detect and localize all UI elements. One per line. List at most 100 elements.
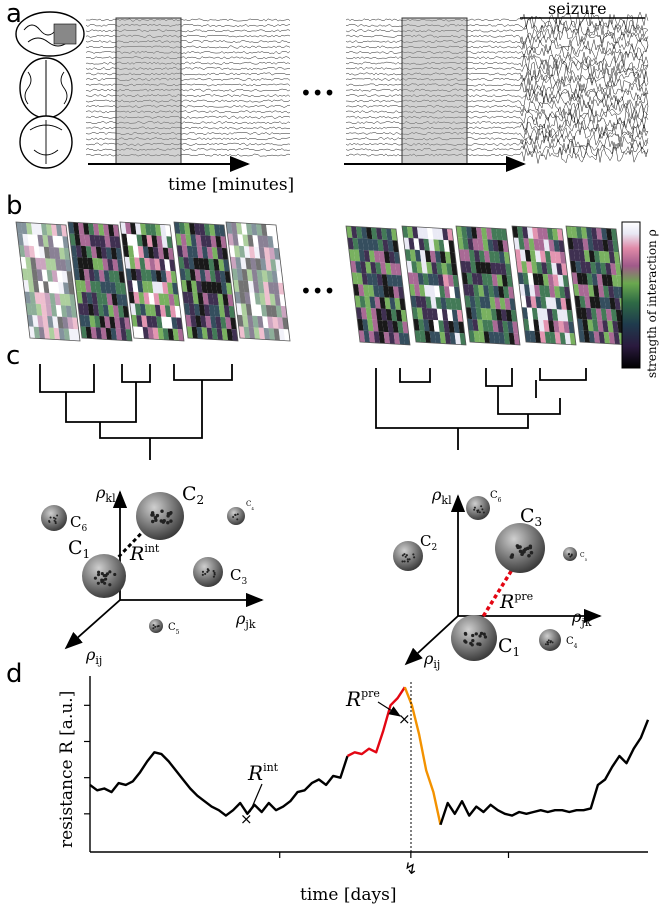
eeg-trace (85, 29, 291, 33)
eeg-trace (85, 153, 291, 157)
eeg-trace (345, 42, 649, 62)
cluster-label: C2 (182, 483, 204, 507)
eeg-trace (345, 128, 649, 147)
eeg-trace (345, 37, 649, 56)
connectivity-matrices (15, 221, 631, 346)
connectivity-matrix (225, 221, 291, 342)
cluster-label: C5 (580, 552, 588, 562)
panel-label-c: c (6, 341, 20, 371)
eeg-trace (345, 9, 649, 30)
series-line-preictal (346, 686, 406, 758)
dendrogram-right (375, 368, 587, 450)
r-pre-cross-icon: × (398, 710, 411, 728)
cluster-label: C3 (520, 505, 542, 529)
cluster-label: C5 (168, 622, 180, 636)
panel-label-a: a (6, 0, 22, 29)
eeg-trace (345, 27, 649, 46)
cluster-label: C6 (490, 490, 502, 504)
eeg-trace (346, 123, 649, 143)
dendrogram-left (39, 364, 233, 460)
cluster-sphere: C3 (495, 505, 545, 573)
connectivity-matrix (345, 225, 411, 346)
resistance-series (89, 686, 650, 826)
eeg-trace (85, 94, 291, 98)
axis-rho-jk-left: ρjk (235, 609, 256, 631)
colorbar (621, 221, 641, 369)
eeg-trace (85, 115, 291, 119)
eeg-trace (85, 99, 291, 103)
seizure-marker: ↯ (404, 859, 417, 878)
eeg-trace (85, 34, 291, 38)
eeg-trace (86, 126, 290, 130)
cluster-sphere: C3 (193, 557, 247, 587)
eeg-trace (85, 83, 291, 87)
cluster-label: C4 (566, 636, 578, 650)
eeg-trace (345, 101, 649, 122)
eeg-trace (85, 121, 291, 125)
eeg-trace (345, 146, 649, 164)
eeg-trace (86, 18, 291, 22)
eeg-trace (345, 140, 649, 159)
connectivity-matrix (455, 225, 521, 346)
seizure-label: seizure (548, 0, 607, 18)
cluster-label: C1 (68, 537, 90, 561)
axis-rho-kl-right: ρkl (431, 485, 452, 507)
cluster-sphere: C6 (41, 505, 87, 534)
r-int-label: Rint (129, 542, 160, 565)
series-line-postictal (403, 686, 442, 825)
eeg-trace (85, 77, 291, 81)
eeg-trace (85, 61, 291, 65)
connectivity-matrix (67, 221, 133, 342)
eeg-trace (85, 40, 291, 44)
cluster-label: C1 (498, 635, 520, 659)
cluster-sphere: C2 (136, 483, 204, 540)
eeg-trace (345, 99, 649, 116)
cluster-label: C6 (70, 513, 87, 534)
axis-rho-ij-right: ρij (423, 649, 440, 671)
eeg-trace (85, 148, 291, 152)
connectivity-matrix (511, 225, 577, 346)
connectivity-matrix (401, 225, 467, 346)
eeg-trace (85, 56, 291, 60)
connectivity-matrix (119, 221, 185, 342)
eeg-trace (85, 45, 291, 49)
eeg-trace (345, 108, 649, 128)
eeg-trace (85, 137, 291, 141)
r-int-distance (102, 516, 158, 574)
cluster-sphere: C5 (149, 619, 180, 636)
connectivity-matrix (173, 221, 239, 342)
axis-rho-ij-left: ρij (85, 645, 102, 667)
cluster-sphere: C1 (451, 615, 520, 661)
axis-rho-jk-right: ρjk (571, 607, 592, 629)
eeg-trace (345, 120, 649, 139)
svg-text:Rint: Rint (247, 761, 279, 785)
eeg-trace (85, 88, 291, 92)
eeg-trace (85, 67, 290, 71)
eeg-trace (85, 23, 291, 27)
brain-top-icon (19, 57, 73, 119)
window-highlight-right (401, 17, 468, 165)
r-pre-label: Rpre (499, 590, 533, 613)
eeg-trace (345, 31, 649, 50)
r-pre-annotation: × Rpre (345, 687, 411, 728)
resistance-axes (84, 676, 648, 858)
eeg-trace (85, 72, 291, 76)
cluster-sphere: C4 (539, 629, 578, 651)
y-axis-label: resistance R [a.u.] (57, 691, 77, 848)
time-minutes-label: time [minutes] (168, 175, 294, 195)
ellipsis-a: ••• (300, 81, 335, 105)
window-highlight-left (115, 17, 182, 165)
cluster-sphere: C6 (466, 490, 502, 520)
r-pre-distance (474, 559, 520, 629)
cluster-sphere: C4 (227, 500, 254, 525)
eeg-trace (85, 142, 291, 146)
eeg-trace (345, 58, 649, 78)
panel-label-d: d (6, 659, 23, 689)
cluster-sphere: C5 (563, 547, 588, 562)
eeg-trace (345, 22, 649, 41)
cluster-sphere: C2 (393, 532, 437, 571)
axis-rho-kl-left: ρkl (95, 483, 116, 505)
eeg-trace (345, 65, 649, 83)
